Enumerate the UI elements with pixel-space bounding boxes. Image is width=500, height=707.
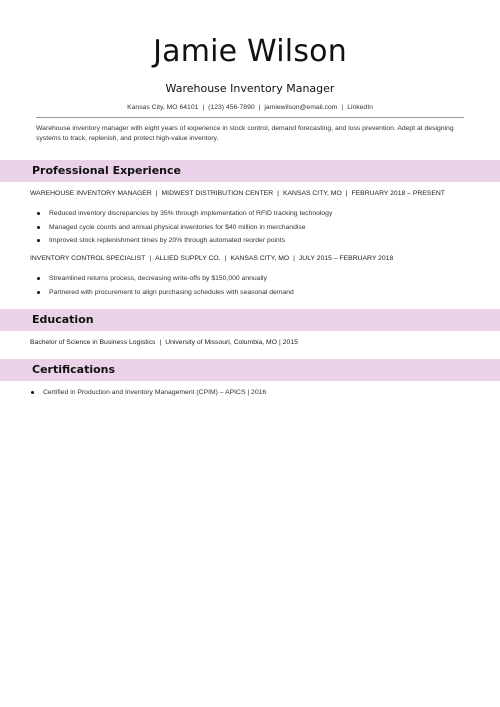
separator: |: [224, 255, 227, 262]
header-divider: [36, 117, 464, 118]
education-entry: Bachelor of Science in Business Logistic…: [30, 338, 298, 348]
separator: |: [277, 190, 279, 197]
candidate-name: Jamie Wilson: [153, 34, 347, 69]
job-header: INVENTORY CONTROL SPECIALIST|ALLIED SUPP…: [30, 254, 393, 264]
section-band-experience: Professional Experience: [0, 160, 500, 182]
separator: |: [258, 104, 261, 111]
separator: |: [159, 339, 162, 346]
list-item: Certified in Production and Inventory Ma…: [30, 386, 266, 400]
profile-summary: Warehouse inventory manager with eight y…: [36, 125, 454, 142]
section-band-education: Education: [0, 309, 500, 331]
section-band-certifications: Certifications: [0, 359, 500, 381]
job-company-1: MIDWEST DISTRIBUTION CENTER: [161, 190, 274, 197]
list-item: Managed cycle counts and annual physical…: [36, 221, 332, 235]
job-bullets-2: Streamlined returns process, decreasing …: [36, 272, 294, 299]
section-heading-experience: Professional Experience: [32, 164, 181, 177]
separator: |: [155, 190, 158, 197]
graduation-year: 2015: [282, 339, 298, 346]
section-heading-certifications: Certifications: [32, 363, 116, 376]
degree: Bachelor of Science in Business Logistic…: [30, 339, 156, 346]
contact-phone: (123) 456-7890: [208, 104, 255, 111]
job-location-2: KANSAS CITY, MO: [230, 255, 290, 262]
separator: |: [345, 190, 348, 197]
contact-email[interactable]: jamiewilson@email.com: [264, 104, 338, 111]
job-title: Warehouse Inventory Manager: [165, 82, 335, 95]
job-header: WAREHOUSE INVENTORY MANAGER|MIDWEST DIST…: [30, 189, 445, 199]
job-company-2: ALLIED SUPPLY CO.: [155, 255, 221, 262]
job-dates-1: FEBRUARY 2018 – PRESENT: [351, 190, 445, 197]
certification-list: Certified in Production and Inventory Ma…: [30, 386, 266, 400]
contact-linkedin-link[interactable]: LinkedIn: [347, 104, 373, 111]
section-heading-education: Education: [32, 313, 94, 326]
separator: |: [279, 339, 281, 346]
separator: |: [202, 104, 205, 111]
school: University of Missouri, Columbia, MO: [165, 339, 277, 346]
separator: |: [293, 255, 295, 262]
separator: |: [341, 104, 344, 111]
job-bullets-1: Reduced inventory discrepancies by 35% t…: [36, 207, 332, 248]
job-location-1: KANSAS CITY, MO: [282, 190, 342, 197]
contact-line: Kansas City, MO 64101|(123) 456-7890|jam…: [0, 103, 500, 113]
job-dates-2: JULY 2015 – FEBRUARY 2018: [298, 255, 394, 262]
job-title-2: INVENTORY CONTROL SPECIALIST: [30, 255, 146, 262]
list-item: Partnered with procurement to align purc…: [36, 286, 294, 300]
separator: |: [149, 255, 152, 262]
list-item: Reduced inventory discrepancies by 35% t…: [36, 207, 332, 221]
list-item: Streamlined returns process, decreasing …: [36, 272, 294, 286]
contact-location: Kansas City, MO 64101: [127, 104, 199, 111]
list-item: Improved stock replenishment times by 20…: [36, 234, 332, 248]
job-title-1: WAREHOUSE INVENTORY MANAGER: [30, 190, 152, 197]
